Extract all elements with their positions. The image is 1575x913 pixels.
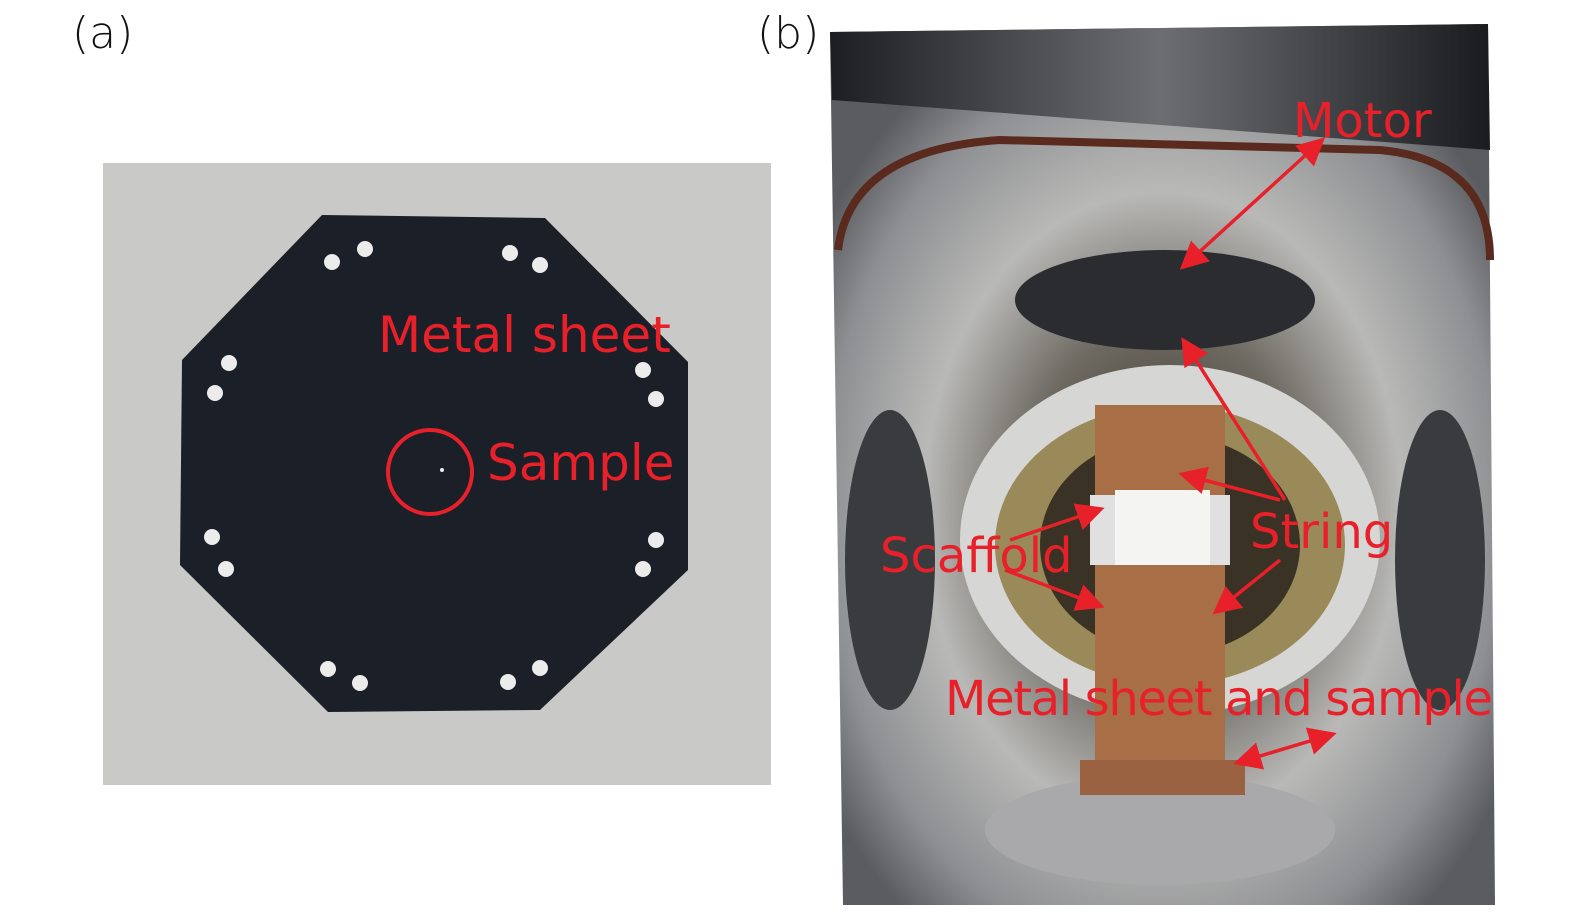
sample-holder [1115, 490, 1210, 565]
string-annotation: String [1250, 504, 1393, 560]
scaffold-annotation: Scaffold [880, 528, 1073, 584]
motor-annotation: Motor [1293, 93, 1432, 149]
panel-a-photo: Metal sheet Sample [103, 163, 771, 785]
string-arrow-mid [1178, 466, 1281, 502]
panel-a-label: (a) [72, 8, 134, 59]
sample-circle [386, 428, 474, 516]
motor-arrow [1179, 137, 1326, 270]
metal-sheet-sample-annotation: Metal sheet and sample [945, 671, 1493, 727]
string-arrow-top [1181, 337, 1287, 501]
metal-sheet-annotation: Metal sheet [378, 306, 671, 364]
metal-sheet [180, 215, 688, 712]
panel-b-annotations [1004, 137, 1337, 770]
scaffold [1095, 405, 1225, 795]
string-arrow-low [1212, 558, 1282, 615]
scaffold-arrow-top [1009, 503, 1105, 542]
panel-b-label: (b) [757, 8, 820, 59]
sample-annotation: Sample [487, 434, 674, 492]
panel-b-photo [830, 24, 1495, 905]
metal-sheet-arrow [1233, 727, 1337, 770]
sheet-holes [204, 241, 664, 691]
scaffold-arrow-bottom [1004, 568, 1105, 611]
